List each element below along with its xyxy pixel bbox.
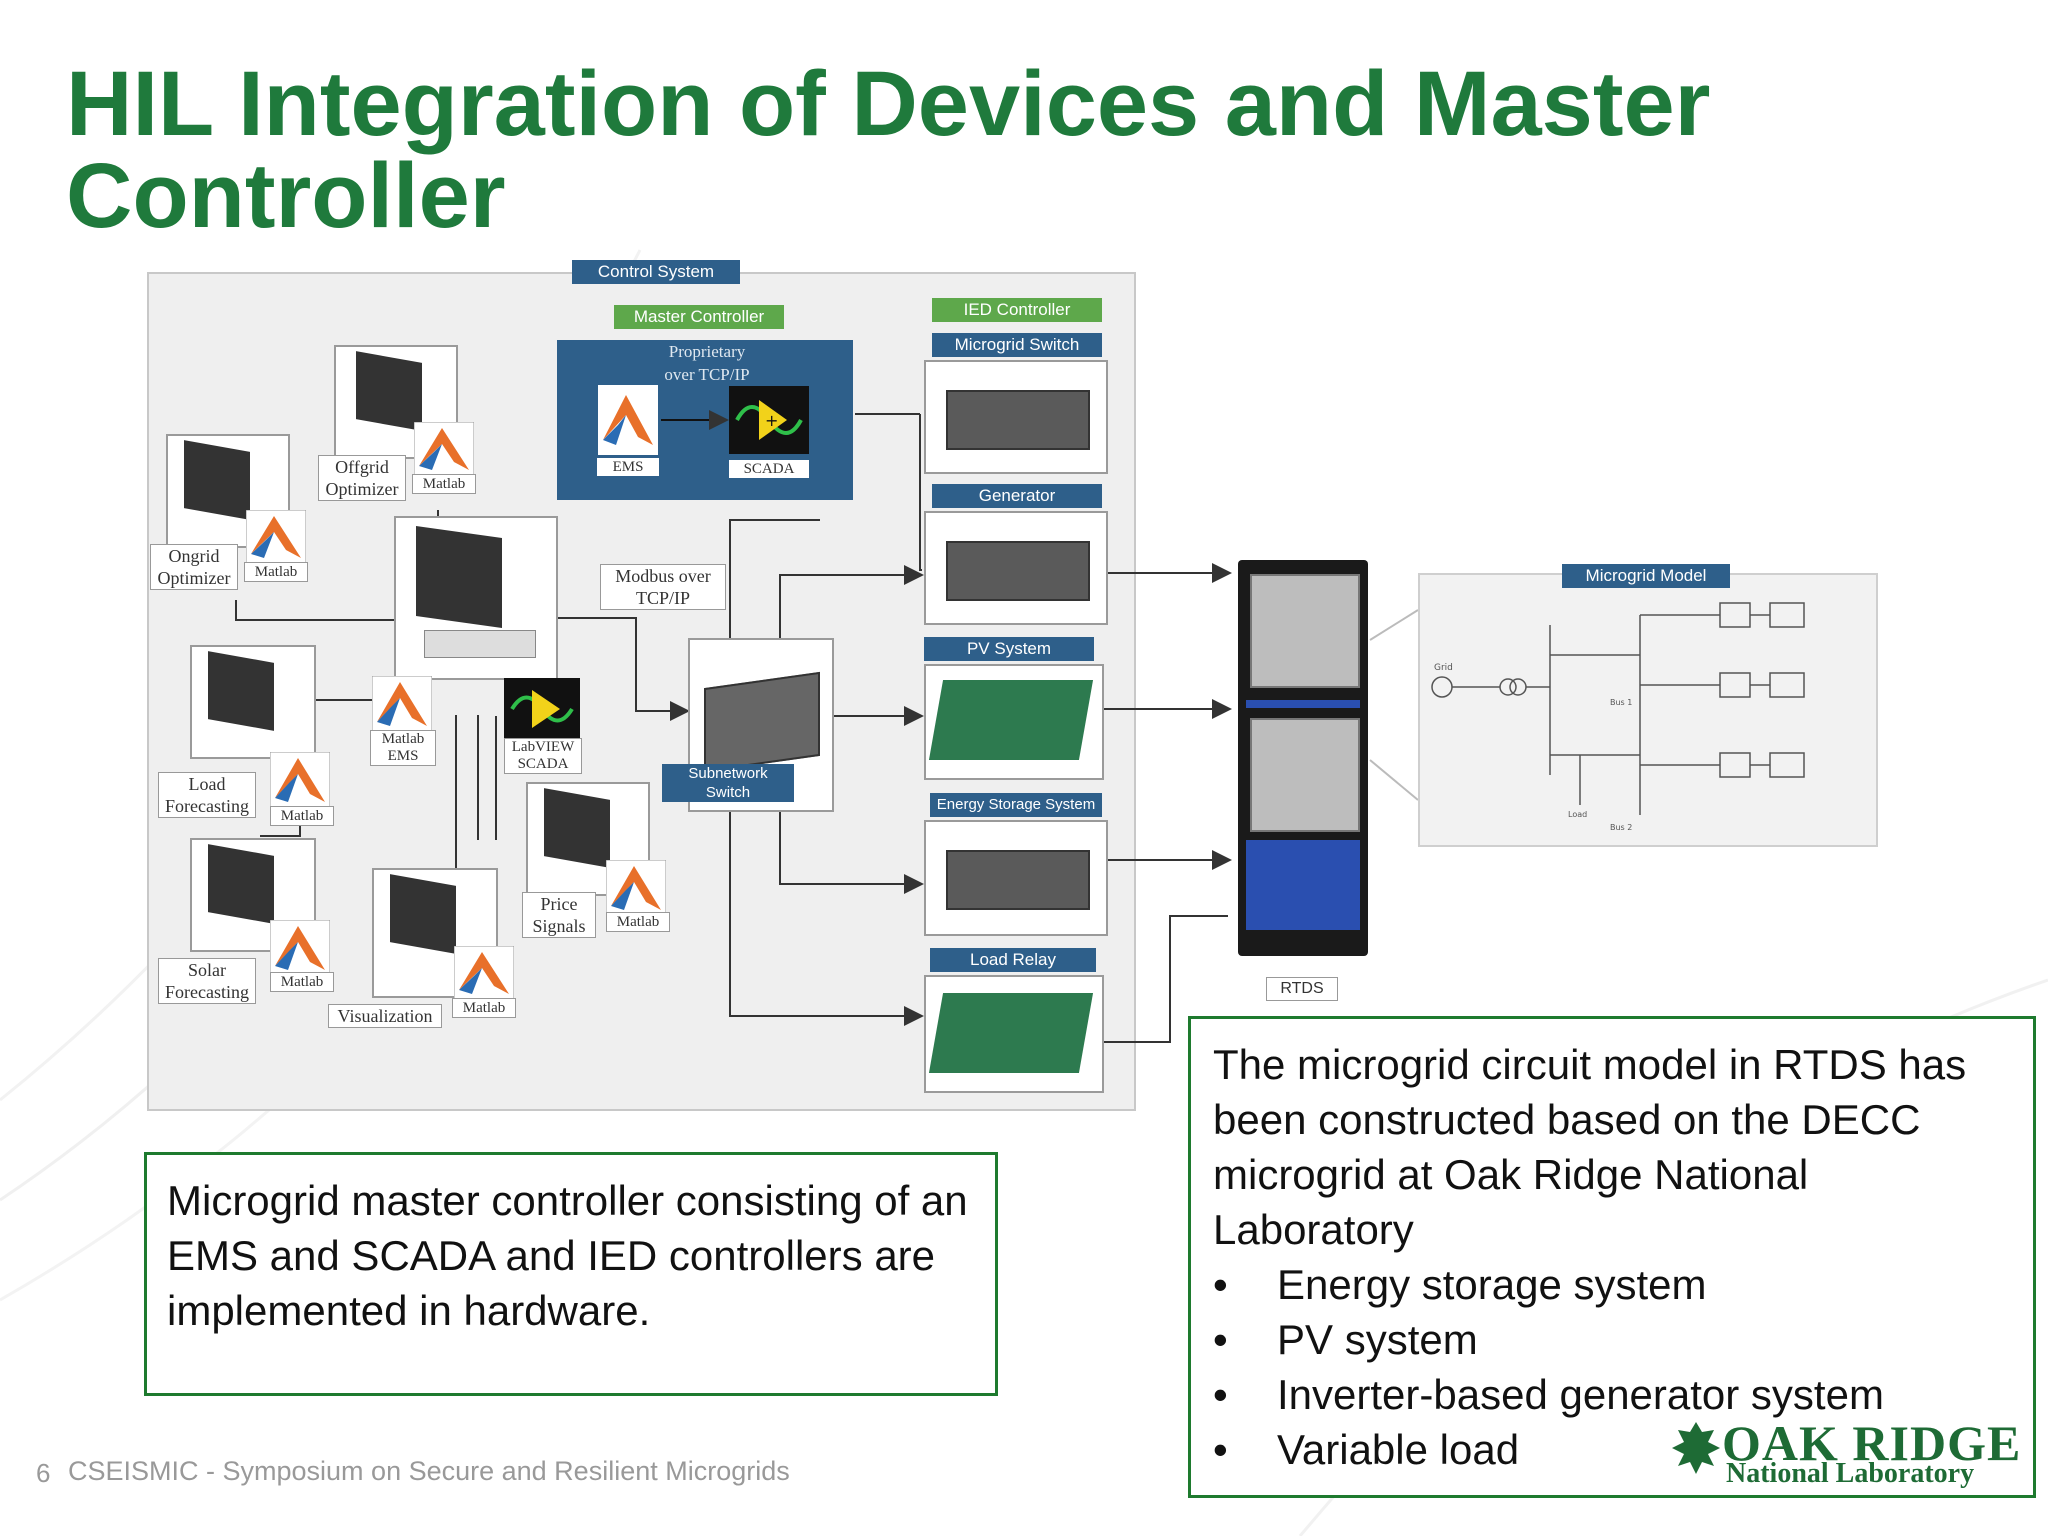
- matlab-label: Matlab: [381, 731, 425, 747]
- right-note-bullets: Energy storage system PV system Inverter…: [1213, 1257, 2019, 1477]
- scada-label: SCADA: [729, 460, 809, 478]
- price-label-1: Price: [540, 894, 578, 914]
- matlab-icon: [270, 920, 330, 976]
- matlab-label: Matlab: [606, 912, 670, 932]
- matlab-icon: [372, 676, 432, 732]
- rtds-rack: [1238, 560, 1368, 956]
- labview-label: LabVIEW: [511, 739, 575, 755]
- matlab-label: Matlab: [452, 998, 516, 1018]
- modbus-label: Modbus over TCP/IP: [600, 564, 726, 610]
- matlab-icon: [454, 946, 514, 1000]
- logo-name: OAK RIDGE: [1722, 1415, 2022, 1471]
- right-note-box: The microgrid circuit model in RTDS has …: [1188, 1016, 2036, 1498]
- price-label-2: Signals: [532, 916, 586, 936]
- logo-sub: National Laboratory: [1726, 1458, 1975, 1489]
- ongrid-label-2: Optimizer: [157, 568, 231, 588]
- load-forecasting-label-1: Load: [188, 774, 226, 794]
- matlab-label: Matlab: [270, 806, 334, 826]
- central-labview-scada-label: LabVIEW SCADA: [504, 738, 582, 774]
- labview-icon: [504, 678, 580, 740]
- visualization-label: Visualization: [328, 1004, 442, 1028]
- svg-text:+: +: [765, 411, 778, 430]
- offgrid-optimizer-label: Offgrid Optimizer: [318, 455, 406, 501]
- subnetwork-label-2: Switch: [705, 784, 751, 801]
- left-note-text: Microgrid master controller consisting o…: [167, 1177, 968, 1334]
- energy-storage-tag: Energy Storage System: [930, 793, 1102, 817]
- rtds-label: RTDS: [1266, 977, 1338, 1001]
- price-signals-label: Price Signals: [522, 892, 596, 938]
- pv-system-tag: PV System: [924, 637, 1094, 661]
- bullet-item: PV system: [1213, 1312, 2019, 1367]
- ems-label: EMS: [387, 748, 419, 764]
- ongrid-label-1: Ongrid: [168, 546, 220, 566]
- microgrid-switch-tag: Microgrid Switch: [932, 333, 1102, 357]
- solar-forecasting-monitor: [190, 838, 316, 952]
- load-forecasting-label: Load Forecasting: [158, 772, 256, 818]
- solar-label-1: Solar: [188, 960, 226, 980]
- master-controller-block: Proprietary over TCP/IP EMS + SCADA: [557, 340, 853, 500]
- matlab-icon: [270, 752, 330, 808]
- central-matlab-ems-label: Matlab EMS: [370, 730, 436, 766]
- ems-scada-arrow: [661, 410, 729, 430]
- offgrid-label-2: Optimizer: [325, 479, 399, 499]
- matlab-icon: [246, 510, 306, 564]
- proprietary-label-1: Proprietary: [668, 342, 746, 361]
- mm-load-label: Load: [1568, 810, 1587, 819]
- load-relay-device: [924, 975, 1104, 1093]
- subnetwork-label-1: Subnetwork: [688, 765, 768, 782]
- bullet-item: Variable load: [1213, 1422, 2019, 1477]
- scada-label: SCADA: [517, 756, 569, 772]
- mm-bus1-label: Bus 1: [1610, 698, 1632, 707]
- footer-text: CSEISMIC - Symposium on Secure and Resil…: [68, 1456, 790, 1486]
- subnetwork-switch-tag: Subnetwork Switch: [662, 764, 794, 802]
- control-system-tag: Control System: [572, 260, 740, 284]
- page-number: 6: [36, 1458, 51, 1488]
- microgrid-model-tag: Microgrid Model: [1562, 564, 1730, 588]
- matlab-label: Matlab: [244, 562, 308, 582]
- microgrid-model-schematic: Grid Bus 1 Bus 2 Load: [1431, 602, 1805, 832]
- matlab-label: Matlab: [412, 474, 476, 494]
- generator-device: [924, 511, 1108, 625]
- matlab-icon: [414, 422, 474, 476]
- oak-leaf-icon: [1672, 1422, 1720, 1474]
- ems-label: EMS: [597, 458, 659, 476]
- title-line-2: Controller: [66, 145, 506, 247]
- generator-tag: Generator: [932, 484, 1102, 508]
- mm-bus2-label: Bus 2: [1610, 823, 1632, 832]
- load-relay-tag: Load Relay: [930, 948, 1096, 972]
- solar-forecasting-label: Solar Forecasting: [158, 958, 256, 1004]
- matlab-icon: [598, 385, 658, 455]
- mm-grid-label: Grid: [1434, 663, 1453, 673]
- modbus-label-1: Modbus over: [615, 566, 711, 586]
- labview-icon: +: [729, 386, 809, 454]
- ongrid-optimizer-label: Ongrid Optimizer: [150, 544, 238, 590]
- matlab-label: Matlab: [270, 972, 334, 992]
- slide-title: HIL Integration of Devices and Master Co…: [66, 58, 1866, 242]
- modbus-label-2: TCP/IP: [635, 588, 691, 608]
- offgrid-label-1: Offgrid: [335, 457, 389, 477]
- energy-storage-device: [924, 820, 1108, 936]
- microgrid-model-panel: Grid Bus 1 Bus 2 Load: [1418, 573, 1878, 847]
- master-controller-tag: Master Controller: [614, 305, 784, 329]
- proprietary-label-2: over TCP/IP: [664, 365, 750, 384]
- load-forecasting-monitor: [190, 645, 316, 759]
- ied-controller-tag: IED Controller: [932, 298, 1102, 322]
- left-note-box: Microgrid master controller consisting o…: [144, 1152, 998, 1396]
- title-line-1: HIL Integration of Devices and Master: [66, 53, 1711, 155]
- bullet-item: Inverter-based generator system: [1213, 1367, 2019, 1422]
- microgrid-switch-device: [924, 360, 1108, 474]
- load-forecasting-label-2: Forecasting: [165, 796, 249, 816]
- bullet-item: Energy storage system: [1213, 1257, 2019, 1312]
- matlab-icon: [606, 860, 666, 916]
- pv-system-device: [924, 664, 1104, 780]
- right-note-intro: The microgrid circuit model in RTDS has …: [1213, 1041, 1967, 1253]
- solar-label-2: Forecasting: [165, 982, 249, 1002]
- central-workstation: [394, 516, 558, 680]
